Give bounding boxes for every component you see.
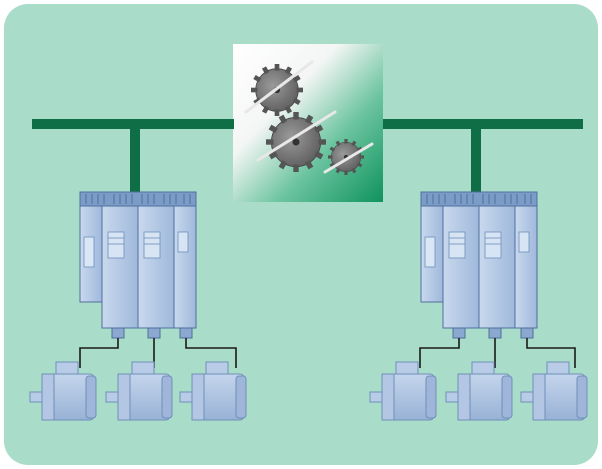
drive-system-right (369, 191, 588, 421)
motor-cables-right (419, 338, 576, 368)
drive-system-left (29, 191, 247, 421)
bus-drop-left (130, 124, 140, 196)
controller-panel (233, 44, 383, 202)
gears-icon (246, 62, 374, 175)
bus-drop-right (471, 124, 481, 196)
network-bus (32, 119, 583, 196)
